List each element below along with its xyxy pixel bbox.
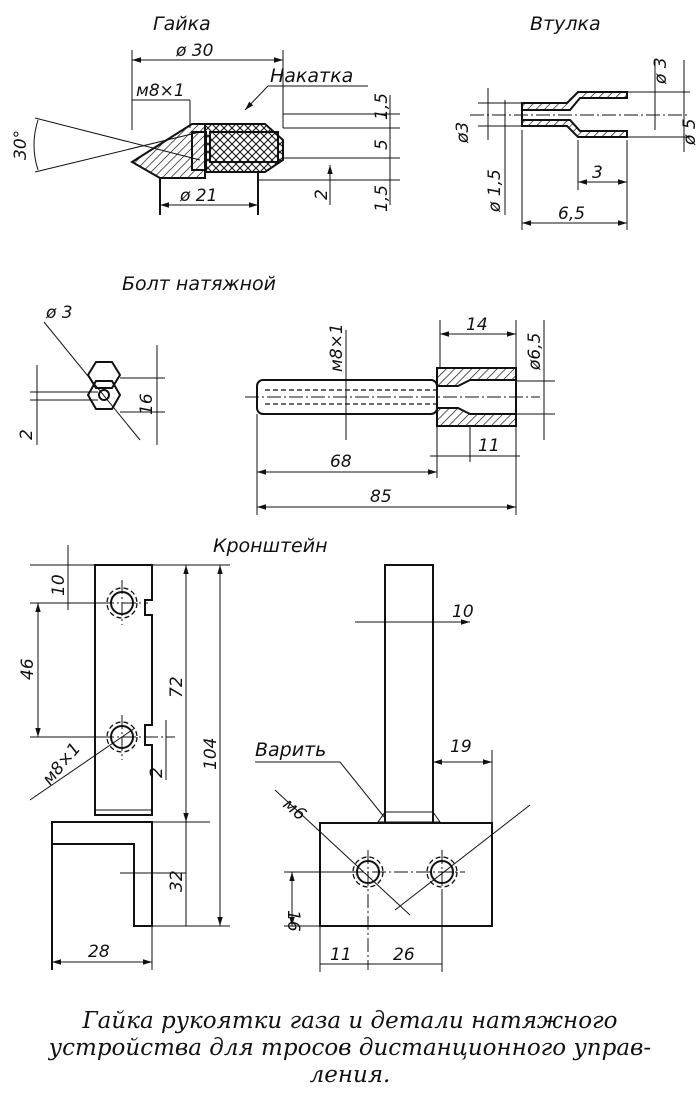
caption-line: устройства для тросов дистанционного упр…: [48, 1035, 652, 1061]
bolt-m8-text: м8×1: [327, 323, 347, 372]
bracket-title: Кронштейн: [213, 535, 328, 557]
bracket-104-text: 104: [201, 738, 221, 770]
bolt-2-text: 2: [17, 429, 37, 440]
bolt-68-text: 68: [330, 452, 352, 472]
bracket-46-text: 46: [18, 658, 38, 680]
bolt-d6-5-text: ø6,5: [525, 333, 545, 371]
nut-angle-line: [34, 117, 201, 161]
bushing-wall-bottom: [521, 119, 628, 138]
bracket-m6-leader: [394, 804, 531, 911]
bolt-14-text: 14: [466, 315, 488, 335]
technical-drawing: Гайка ø 30 м8×1 Накатка ø 21 30°: [11, 13, 700, 972]
bolt-head-top: [436, 367, 517, 387]
nut-angle-text: 30°: [11, 130, 31, 160]
bushing-3-text: 3: [592, 163, 603, 183]
nut-m8-text: м8×1: [136, 81, 185, 101]
bracket-hole-top-thread: [106, 587, 138, 619]
figure-caption: Гайка рукоятки газа и детали натяжного у…: [0, 1008, 700, 1089]
nut-knurl-label: Накатка: [270, 65, 353, 87]
nut-knurl-band: [209, 131, 279, 163]
bushing-title: Втулка: [530, 13, 601, 35]
bolt-head-bottom: [436, 407, 517, 427]
bracket-2-text: 2: [147, 767, 167, 778]
bushing-6-5-text: 6,5: [558, 204, 585, 224]
bracket-10-right-text: 10: [452, 602, 474, 622]
nut-dim-21-text: ø 21: [179, 186, 217, 206]
bracket-plate: [94, 564, 153, 816]
bracket-10-left-text: 10: [49, 574, 69, 596]
nut-dim-30-text: ø 30: [175, 41, 213, 61]
bracket-weld: [377, 811, 441, 823]
bracket-32-text: 32: [167, 870, 187, 892]
bracket-16-text: 16: [283, 910, 303, 932]
bracket-11-text: 11: [330, 945, 352, 965]
bracket-m6-text: м6: [279, 795, 310, 826]
bolt-16-text: 16: [137, 393, 157, 415]
nut-dim-5-text: 5: [372, 139, 392, 150]
caption-line: Гайка рукоятки газа и детали натяжного: [82, 1008, 618, 1034]
nut-dim-1-5-bot-text: 1,5: [372, 185, 392, 212]
bolt-title: Болт натяжной: [122, 273, 276, 295]
bolt-d3-leader: [43, 321, 141, 441]
tension-bolt-drawing: Болт натяжной ø 3 16 2 м8×1 14 ø6,5: [17, 273, 555, 515]
nut-drawing: Гайка ø 30 м8×1 Накатка ø 21 30°: [11, 13, 400, 215]
bushing-d5-text: ø 5: [680, 118, 700, 146]
bolt-hexagon: [86, 361, 122, 389]
bracket-m8-leader: [29, 727, 136, 801]
nut-angle-line: [34, 131, 201, 173]
bushing-d3-top-text: ø 3: [651, 57, 671, 85]
nut-knurled-head: [204, 123, 284, 173]
bracket-19-text: 19: [450, 737, 472, 757]
nut-dim-2-text: 2: [312, 189, 332, 200]
nut-knurl-leader: [244, 85, 269, 111]
bracket-m8-text: м8×1: [39, 739, 86, 789]
bolt-hole: [98, 389, 110, 401]
bracket-m6-leader: [274, 789, 411, 916]
bolt-11-text: 11: [478, 436, 500, 456]
bolt-85-text: 85: [370, 487, 392, 507]
bushing-wall-top: [521, 91, 628, 111]
bracket-weld-label: Варить: [255, 739, 326, 761]
bracket-28-text: 28: [88, 942, 110, 962]
bushing-d1-5-text: ø 1,5: [485, 169, 505, 213]
bracket-hole-bottom-thread: [106, 721, 138, 753]
bushing-d3-left-text: ø3: [453, 122, 473, 144]
bracket-26-text: 26: [393, 945, 415, 965]
bracket-72-text: 72: [167, 676, 187, 698]
caption-line: ления.: [309, 1062, 391, 1088]
bushing-drawing: Втулка ø 3 ø 5 ø3 ø 1,5 3 6,5: [453, 13, 700, 230]
bolt-hex-view: [86, 380, 122, 410]
bracket-drawing: Кронштейн 10 46 м8×1 72 104 2: [18, 535, 531, 972]
bolt-d3-text: ø 3: [45, 303, 73, 323]
bracket-weld-leader: [339, 761, 386, 819]
bracket-plate-edge: [384, 564, 434, 824]
nut-angle-arc: [33, 119, 39, 171]
bracket-angle-foot: [51, 821, 153, 927]
nut-dim-1-5-top-text: 1,5: [372, 93, 392, 120]
bracket-base: [319, 822, 493, 927]
nut-title: Гайка: [153, 13, 211, 35]
